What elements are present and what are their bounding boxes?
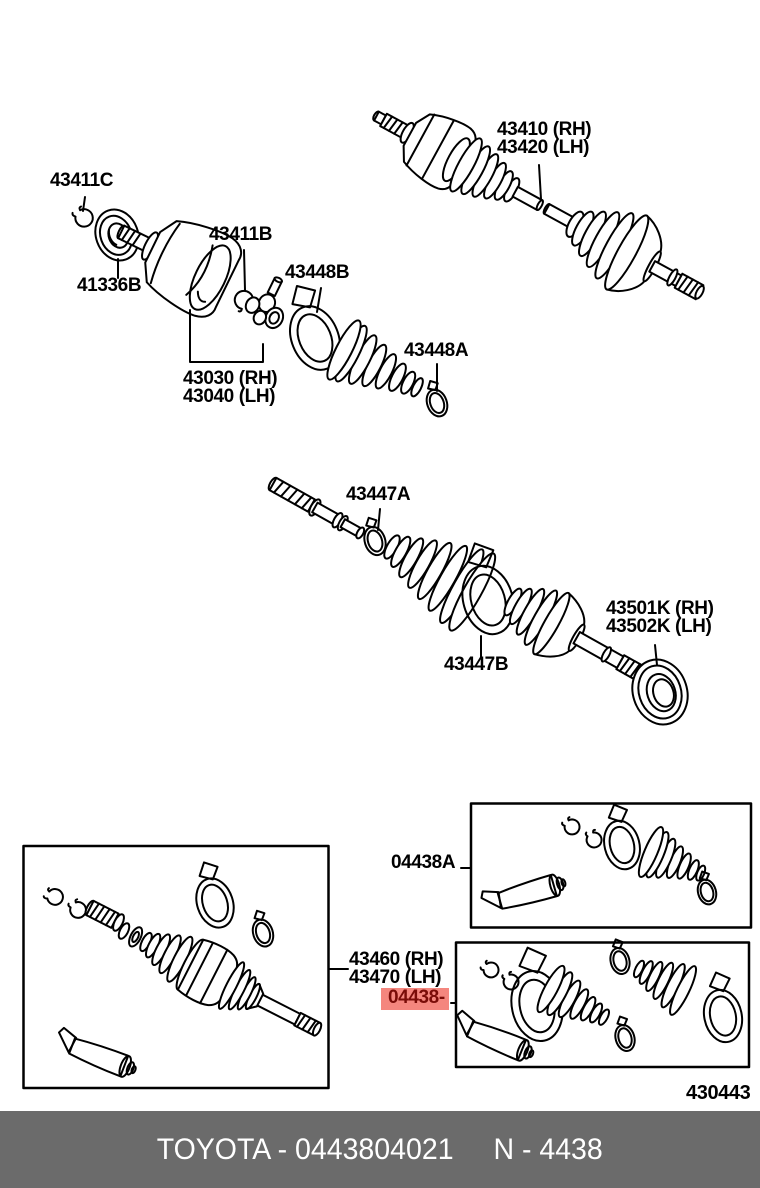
footer-catalog-code: TOYOTA - 0443804021 xyxy=(156,1132,454,1166)
kit-04438-contents-drawing xyxy=(449,936,747,1066)
part-label-04438a[interactable]: 04438A xyxy=(391,852,456,873)
part-label-43410-rh[interactable]: 43410 (RH) xyxy=(497,119,592,140)
part-label-43030-43040[interactable]: 43030 (RH) 43040 (LH) xyxy=(183,368,278,407)
footer-bar: TOYOTA - 0443804021 N - 4438 xyxy=(0,1111,760,1188)
part-label-43448a[interactable]: 43448A xyxy=(404,340,469,361)
splined-shaft-drawing xyxy=(267,476,366,540)
part-label-43420-lh[interactable]: 43420 (LH) xyxy=(497,137,590,158)
part-label-43410-43420[interactable]: 43410 (RH) 43420 (LH) xyxy=(497,119,592,158)
rear-boot-drawing xyxy=(383,534,497,632)
part-label-43470-lh[interactable]: 43470 (LH) xyxy=(349,967,442,988)
part-label-43501k-43502k[interactable]: 43501K (RH) 43502K (LH) xyxy=(606,598,714,637)
part-label-43501k-rh[interactable]: 43501K (RH) xyxy=(606,598,714,619)
front-drive-shaft-drawing xyxy=(372,110,705,301)
part-label-04438-highlighted[interactable]: 04438- xyxy=(381,988,449,1010)
kit-43460-contents-drawing xyxy=(41,858,323,1082)
boot-clamp-43448a-drawing xyxy=(418,376,453,421)
leader-lines xyxy=(82,164,658,1004)
inner-joint-exploded-drawing xyxy=(69,202,453,421)
kit-04438a-contents-drawing xyxy=(478,801,721,918)
inner-boot-drawing xyxy=(326,319,424,398)
inner-joint-housing-drawing xyxy=(116,220,243,318)
kit-box-04438a xyxy=(469,802,753,929)
kit-box-04438 xyxy=(454,941,751,1069)
rear-shaft-exploded-drawing xyxy=(267,476,689,726)
part-label-43448b[interactable]: 43448B xyxy=(285,262,350,283)
figure-number: 430443 xyxy=(686,1082,751,1104)
part-label-43502k-lh[interactable]: 43502K (LH) xyxy=(606,616,712,637)
part-label-43040-lh[interactable]: 43040 (LH) xyxy=(183,386,276,407)
part-label-41336b[interactable]: 41336B xyxy=(77,275,142,296)
part-label-43460-43470[interactable]: 43460 (RH) 43470 (LH) xyxy=(349,949,444,988)
part-label-43447a[interactable]: 43447A xyxy=(346,484,411,505)
part-label-43460-rh[interactable]: 43460 (RH) xyxy=(349,949,444,970)
part-label-43447b[interactable]: 43447B xyxy=(444,654,509,675)
part-label-43411b[interactable]: 43411B xyxy=(209,224,273,245)
part-label-43030-rh[interactable]: 43030 (RH) xyxy=(183,368,278,389)
tripod-spider-drawing xyxy=(244,276,285,330)
deflector-ring-43501k-drawing xyxy=(631,658,689,726)
kit-box-43460 xyxy=(22,844,330,1090)
outer-joint-drawing xyxy=(503,587,647,682)
part-label-43411c[interactable]: 43411C xyxy=(50,170,114,191)
footer-figure-code: N - 4438 xyxy=(493,1132,604,1166)
